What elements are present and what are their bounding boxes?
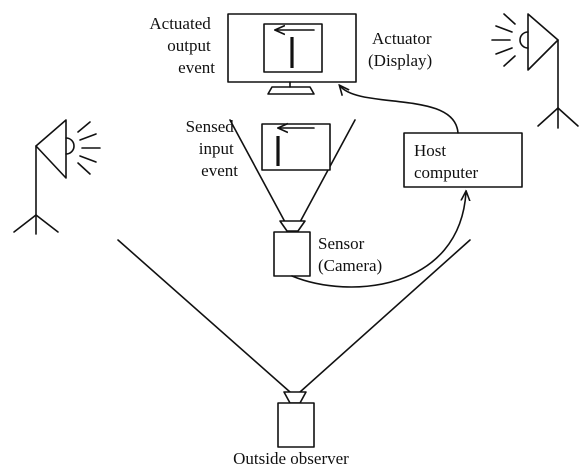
camera-icon <box>273 220 311 277</box>
studio-light-icon <box>13 119 101 235</box>
right-light-ray <box>503 55 516 67</box>
left-light-bulb <box>65 137 75 155</box>
right-light-ray <box>495 47 513 55</box>
left-light-leg <box>13 214 37 233</box>
sensed-input-event-label: Sensed input event <box>186 117 239 180</box>
observer-view-line-left <box>117 239 291 393</box>
right-light-leg <box>537 107 559 127</box>
host-computer-box <box>403 132 523 188</box>
observer-body <box>277 402 315 448</box>
actuated-output-event-label: Actuated output event <box>149 14 215 77</box>
sensor-view-line-left <box>229 119 286 223</box>
monitor-icon <box>227 13 357 95</box>
left-light-housing <box>35 119 67 179</box>
camera-icon <box>277 391 315 448</box>
display-bezel <box>227 13 357 83</box>
observer-view-line-right <box>299 239 471 393</box>
sensor-body <box>273 231 311 277</box>
sensed-frame <box>261 123 331 171</box>
left-light-ray <box>77 162 91 175</box>
actuator-label: Actuator (Display) <box>368 29 436 70</box>
sensor-lens <box>279 220 306 232</box>
right-light-ray <box>503 13 516 25</box>
sensed-frame-border <box>261 123 331 171</box>
sensor-view-line-right <box>299 119 356 223</box>
right-light-leg <box>557 107 579 127</box>
observer-lens <box>283 391 307 404</box>
right-light-housing <box>527 13 559 71</box>
left-light-leg <box>35 214 59 233</box>
left-light-ray <box>79 133 97 141</box>
sensor-label: Sensor (Camera) <box>318 234 382 275</box>
outside-observer-label: Outside observer <box>233 449 349 468</box>
host-computer-label: Host computer <box>414 141 479 182</box>
right-light-bulb <box>519 31 529 49</box>
left-light-ray <box>79 155 97 163</box>
monitor-stand <box>267 86 315 95</box>
studio-light-icon <box>491 13 579 129</box>
left-light-ray <box>77 121 91 133</box>
host-to-display-arrow <box>340 86 459 134</box>
sensor-to-host-arrow <box>291 192 466 288</box>
display-screen <box>263 23 323 73</box>
right-light-ray <box>495 25 513 33</box>
